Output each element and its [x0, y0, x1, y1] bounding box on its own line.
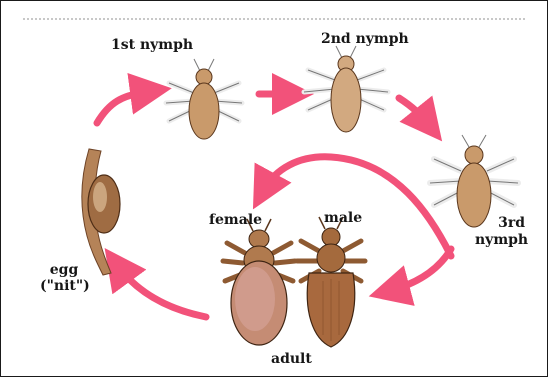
- label-nymph: nymph: [475, 233, 528, 248]
- arrow-nymph2-to-nymph3: [399, 98, 429, 125]
- arrow-adult-to-egg: [117, 265, 206, 317]
- male-adult-illustration: [297, 217, 365, 347]
- label-adult: adult: [271, 352, 312, 367]
- label-female: female: [209, 213, 262, 228]
- female-adult-illustration: [223, 219, 295, 345]
- nymph1-illustration: [166, 59, 242, 139]
- label-2nd-nymph: 2nd nymph: [321, 32, 409, 47]
- nymph2-illustration: [304, 46, 388, 132]
- arrow-nymph3-to-adult: [389, 249, 451, 291]
- egg-nit-illustration: [82, 149, 120, 275]
- label-3rd: 3rd: [481, 216, 525, 231]
- label-male: male: [324, 211, 362, 226]
- nymph3-illustration: [430, 135, 518, 227]
- label-1st-nymph: 1st nymph: [111, 38, 193, 53]
- label-egg: egg: [43, 263, 85, 278]
- label-nit: ("nit"): [40, 279, 90, 294]
- arrow-egg-to-nymph1: [97, 91, 151, 123]
